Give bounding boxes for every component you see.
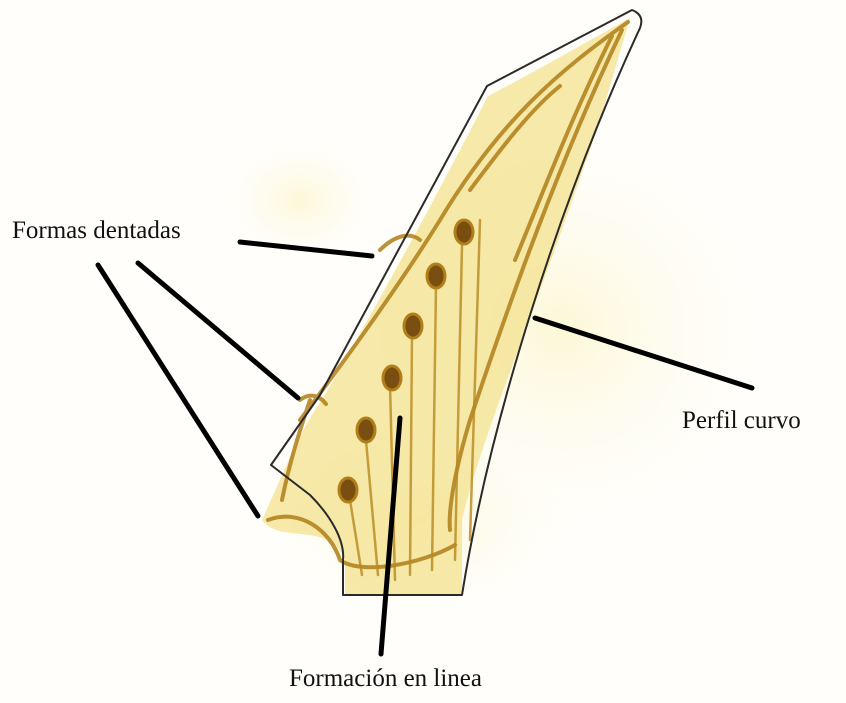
- label-line-formation: Formación en linea: [289, 666, 482, 691]
- leader-line-toothed-lower: [98, 265, 258, 516]
- label-toothed-forms: Formas dentadas: [12, 218, 181, 243]
- leader-line-toothed-middle: [138, 263, 298, 398]
- label-curved-profile: Perfil curvo: [682, 408, 801, 433]
